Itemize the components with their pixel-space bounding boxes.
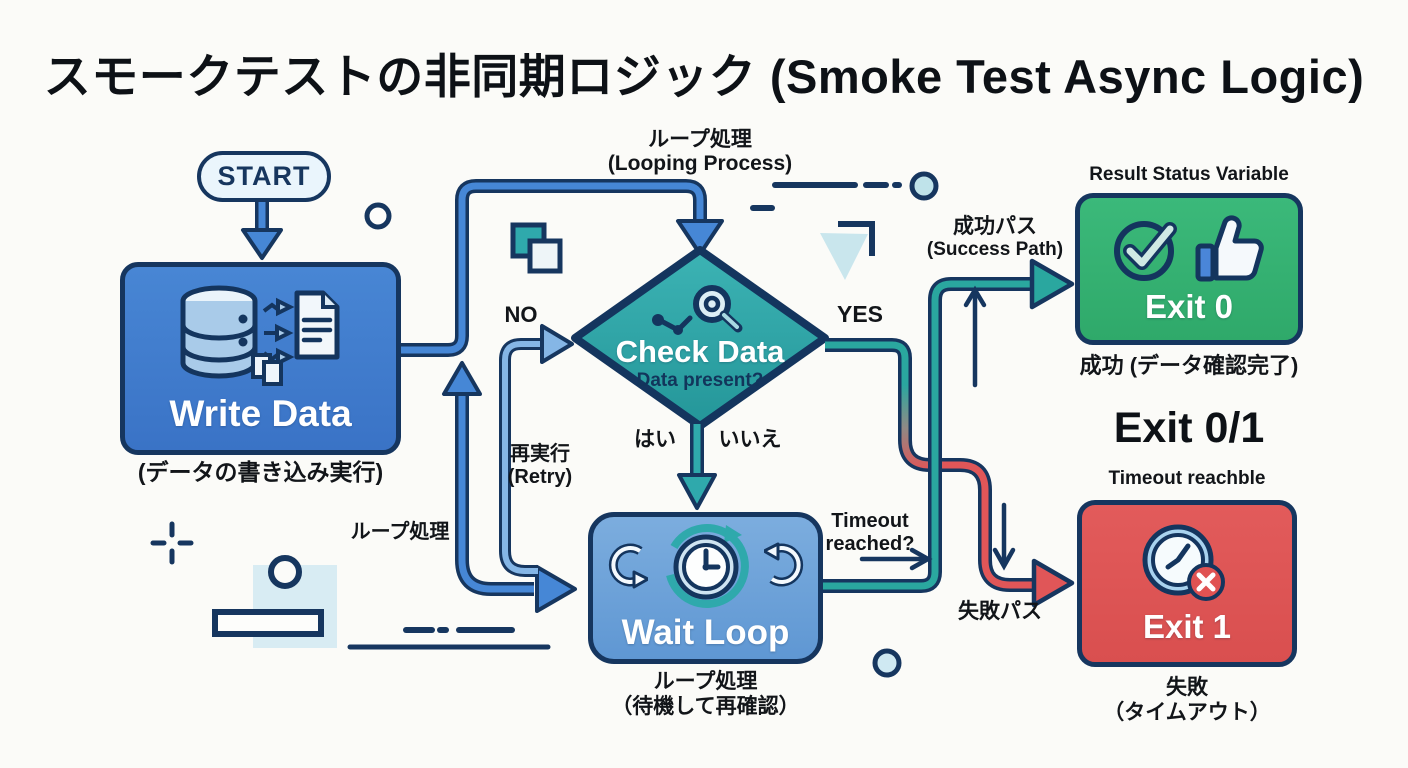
write-data-node: Write Data <box>120 262 401 455</box>
looping-process-jp: ループ処理 <box>648 128 752 151</box>
retry-jp: 再実行 <box>510 443 570 465</box>
deco-circle-bottom <box>872 648 902 678</box>
start-label: START <box>217 161 311 191</box>
wait-loop-caption: ループ処理 （待機して再確認） <box>588 670 823 720</box>
loop-label: ループ処理 <box>350 521 450 543</box>
edge-success-path <box>823 258 1075 593</box>
deco-circle-small <box>364 202 392 230</box>
fail-path-label: 失敗パス <box>958 600 1042 623</box>
exit01-heading: Exit 0/1 <box>1113 404 1265 452</box>
edge-looping-process <box>400 179 724 357</box>
exit1-label: Exit 1 <box>1142 607 1232 645</box>
write-data-label: Write Data <box>169 392 352 434</box>
redo-arrow-icon <box>608 543 648 589</box>
timeout-line2: reached? <box>825 533 915 555</box>
thin-right-arrow-timeout <box>859 547 933 571</box>
check-circle-icon <box>1114 221 1177 281</box>
check-data-diamond <box>571 246 829 430</box>
edge-yes-fail-path <box>825 338 1075 608</box>
edge-start-to-write <box>241 202 283 260</box>
deco-overlap-squares <box>510 222 563 274</box>
edge-hai-iie <box>677 424 717 510</box>
timeout-line1: Timeout <box>831 510 909 532</box>
thin-up-arrow <box>963 285 987 388</box>
exit1-node: Exit 1 <box>1077 500 1297 667</box>
exit1-caption: 失敗 （タイムアウト） <box>1077 675 1297 725</box>
thin-down-arrow <box>992 502 1016 571</box>
deco-bar-outline <box>212 609 324 637</box>
undo-arrow-icon <box>763 542 803 587</box>
yes-label: YES <box>836 301 884 327</box>
wait-loop-label: Wait Loop <box>621 613 790 652</box>
retry-en: (Retry) <box>507 466 573 488</box>
wait-loop-node: Wait Loop <box>588 512 823 664</box>
success-path-jp: 成功パス <box>953 215 1037 238</box>
edge-no <box>499 324 574 577</box>
exit0-label: Exit 0 <box>1144 288 1234 325</box>
deco-triangle <box>820 233 868 280</box>
edge-retry <box>442 361 577 613</box>
exit0-node: Exit 0 <box>1075 193 1303 345</box>
deco-dashes-top <box>750 182 902 211</box>
result-status-label: Result Status Variable <box>1089 164 1289 185</box>
looping-process-label: ループ処理 (Looping Process) <box>600 128 800 176</box>
looping-process-en: (Looping Process) <box>607 152 793 176</box>
deco-circle-left <box>268 555 302 589</box>
wait-caption-line1: ループ処理 <box>653 670 758 693</box>
wait-caption-line2: （待機して再確認） <box>611 694 800 718</box>
timeout-reached-label: Timeout reached? <box>815 510 925 556</box>
exit1-caption-line1: 失敗 <box>1166 676 1208 699</box>
exit1-caption-line2: （タイムアウト） <box>1103 701 1271 725</box>
deco-crosshair <box>150 521 194 565</box>
exit0-caption: 成功 (データ確認完了) <box>1079 353 1299 378</box>
hai-label: はい <box>634 428 676 451</box>
success-path-en: (Success Path) <box>926 239 1064 261</box>
page-title: スモークテストの非同期ロジック (Smoke Test Async Logic) <box>43 50 1365 103</box>
deco-circle-topright <box>909 171 939 201</box>
no-label: NO <box>504 302 538 327</box>
start-node: START <box>197 151 331 202</box>
success-path-label: 成功パス (Success Path) <box>920 215 1070 261</box>
thumbs-up-icon <box>1195 215 1264 282</box>
iie-label: いいえ <box>718 428 782 451</box>
write-data-caption: (データの書き込み実行) <box>137 459 384 485</box>
database-write-icon <box>180 285 339 386</box>
timeout-reachable-label: Timeout reachble <box>1108 468 1266 489</box>
retry-label: 再実行 (Retry) <box>495 443 585 489</box>
clock-loop-icon <box>665 524 749 608</box>
deco-corner-bracket <box>838 221 875 256</box>
clock-error-icon <box>1142 524 1225 601</box>
